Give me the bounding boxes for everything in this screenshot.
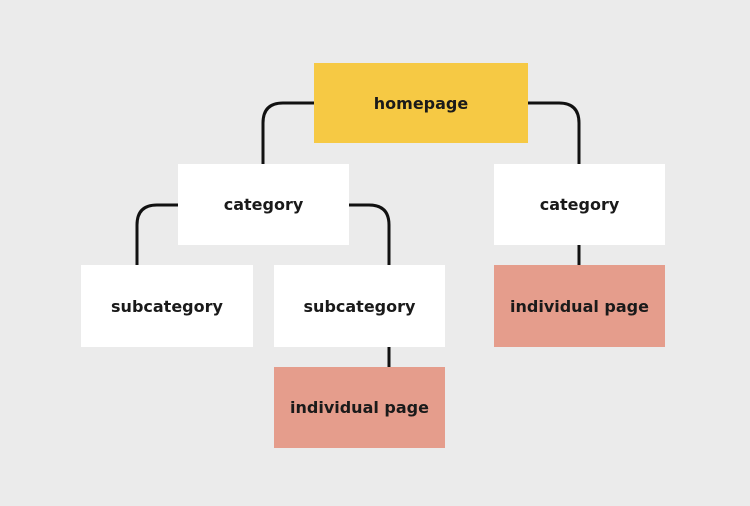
connector-homepage-to-right-category — [528, 101, 581, 164]
homepage-label: homepage — [373, 93, 469, 113]
individual-page-node-right: individual page — [494, 265, 665, 347]
connector-homepage-to-left-category — [261, 101, 314, 164]
subcategory-node-left: subcategory — [81, 265, 253, 347]
individual-page-label-right: individual page — [510, 296, 649, 316]
connector-left-category-to-left-subcategory — [135, 203, 178, 265]
subcategory-node-middle: subcategory — [274, 265, 445, 347]
individual-page-node-bottom: individual page — [274, 367, 445, 448]
homepage-node: homepage — [314, 63, 528, 143]
category-node-left: category — [178, 164, 349, 245]
category-label-right: category — [539, 195, 620, 214]
subcategory-label-left: subcategory — [111, 296, 223, 316]
connector-left-category-to-middle-subcategory — [349, 203, 391, 265]
individual-page-label-bottom: individual page — [290, 398, 429, 417]
category-node-right: category — [494, 164, 665, 245]
subcategory-label-middle: subcategory — [303, 296, 416, 316]
category-label-left: category — [223, 195, 304, 214]
